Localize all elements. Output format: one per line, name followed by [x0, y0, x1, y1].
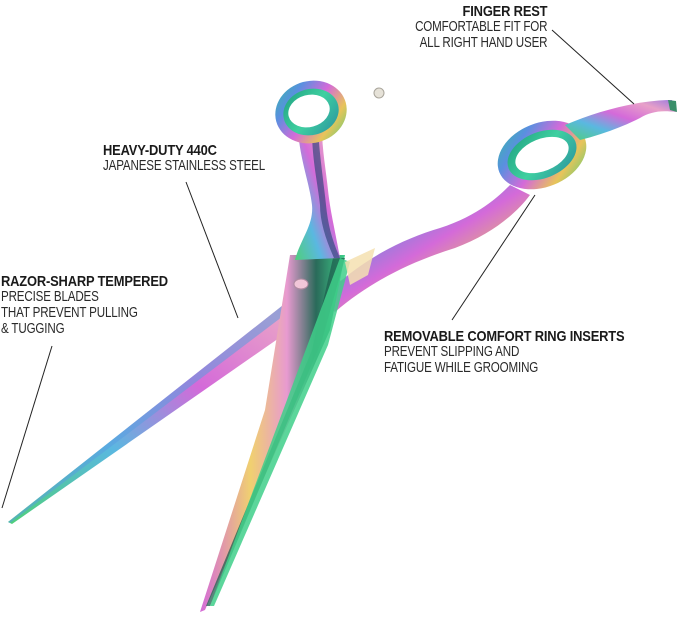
callout-line: THAT PREVENT PULLING — [1, 305, 138, 321]
leader-line-ring-inserts — [451, 194, 536, 321]
callout-line: FATIGUE WHILE GROOMING — [384, 360, 539, 376]
callout-blades: RAZOR-SHARP TEMPERED PRECISE BLADES THAT… — [1, 274, 195, 337]
leader-line-finger-rest — [551, 29, 635, 105]
ring-insert-left — [288, 94, 330, 128]
callout-title: FINGER REST — [462, 3, 547, 20]
callout-title: HEAVY-DUTY 440C — [103, 142, 217, 159]
finger-rest-tang — [565, 100, 676, 140]
callout-steel: HEAVY-DUTY 440C JAPANESE STAINLESS STEEL — [103, 143, 306, 174]
callout-line: ALL RIGHT HAND USER — [419, 35, 547, 51]
callout-line: COMFORTABLE FIT FOR — [414, 19, 547, 35]
callout-line: PRECISE BLADES — [1, 289, 99, 305]
leader-line-steel — [185, 181, 239, 319]
callout-line: JAPANESE STAINLESS STEEL — [103, 158, 266, 174]
pivot-screw — [293, 278, 309, 290]
callout-title: RAZOR-SHARP TEMPERED — [1, 273, 168, 290]
callout-line: PREVENT SLIPPING AND — [384, 344, 520, 360]
leader-line-blades — [1, 345, 53, 509]
callout-finger-rest: FINGER REST COMFORTABLE FIT FOR ALL RIGH… — [382, 4, 547, 51]
tension-knob — [373, 87, 385, 99]
right-shank — [320, 185, 530, 312]
callout-line: & TUGGING — [1, 321, 65, 337]
callout-ring-inserts: REMOVABLE COMFORT RING INSERTS PREVENT S… — [384, 329, 664, 376]
ring-insert-right — [515, 136, 569, 174]
callout-title: REMOVABLE COMFORT RING INSERTS — [384, 328, 625, 345]
